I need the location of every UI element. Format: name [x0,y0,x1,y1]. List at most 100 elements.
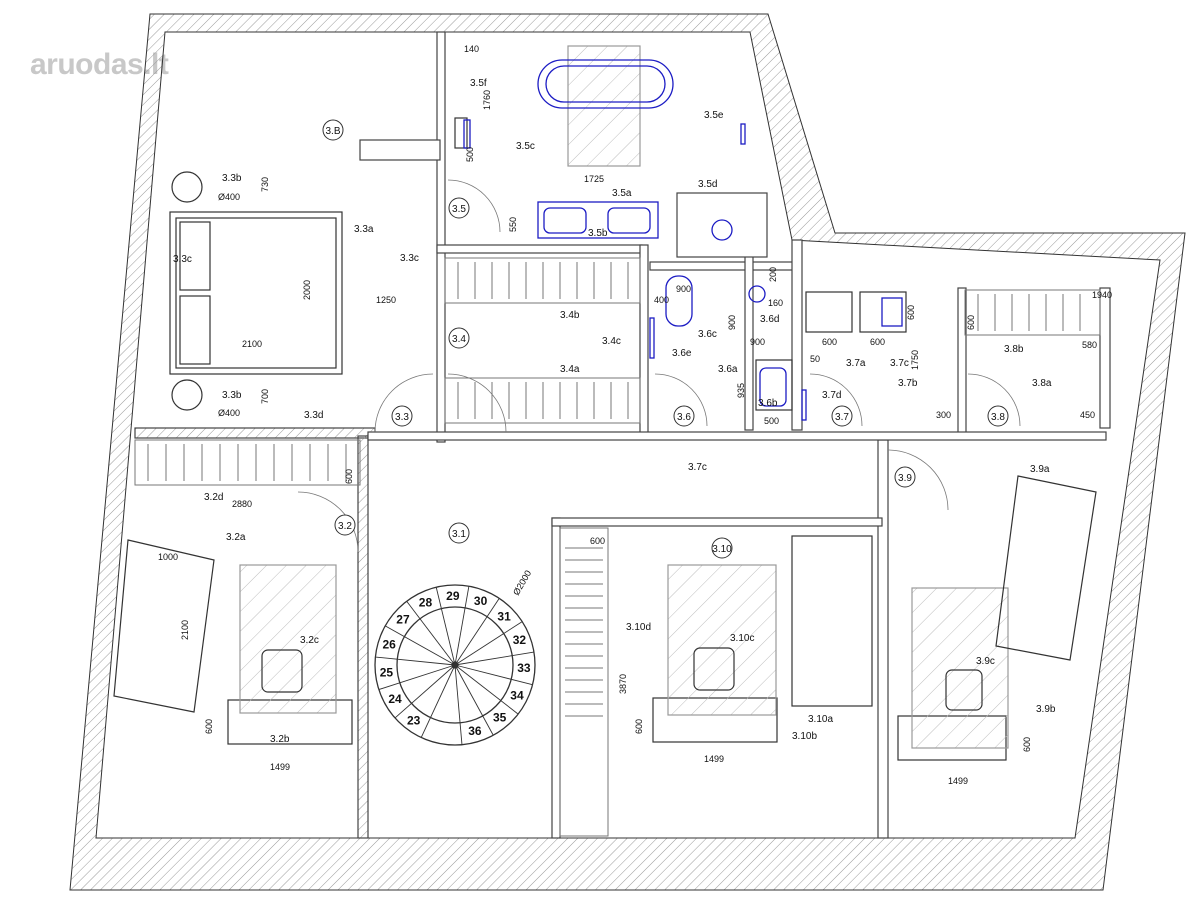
stair-step-number: 32 [513,633,527,647]
element-label: 3.2d [204,492,223,503]
element-label: 3.7c [688,462,707,473]
dimension-label: 600 [906,305,916,320]
room-marker: 3.B [322,119,344,141]
room-marker: 3.4 [448,327,470,349]
room-marker: 3.2 [334,514,356,536]
dimension-label: 730 [260,177,270,192]
element-label: 3.7c [890,358,909,369]
interior-walls [134,31,1111,839]
room-marker: 3.7 [831,405,853,427]
element-label: 3.10d [626,622,651,633]
room-marker: 3.10 [711,537,733,559]
stair-tread-line [454,664,494,736]
element-label: 3.6d [760,314,779,325]
dimension-label: 140 [464,44,479,54]
dimension-label: 600 [344,469,354,484]
element-label: 3.9c [976,656,995,667]
dimension-label: 3870 [618,674,628,694]
stair-step-number: 25 [380,665,394,679]
element-label: 3.10a [808,714,833,725]
stair-step-number: 24 [388,692,402,706]
element-label: 3.10c [730,633,754,644]
element-labels: 3.5f 3.5c 3.5e 3.5d 3.5a 3.5b 3.3b 3.3a … [173,78,1056,745]
element-label: 3.5f [470,78,487,89]
dimension-label: 900 [750,337,765,347]
element-label: 3.5a [612,188,632,199]
element-label: 3.2a [226,532,246,543]
dimension-label: 2880 [232,499,252,509]
element-label: 3.7b [898,378,918,389]
dimension-label: 550 [508,217,518,232]
stair-tread-line [420,664,456,738]
svg-text:3.5: 3.5 [452,204,466,215]
element-label: 3.8b [1004,344,1024,355]
door-arcs [297,179,1021,553]
dimension-label: 1499 [270,762,290,772]
stair-step-number: 36 [468,724,482,738]
element-label: 3.4c [602,336,621,347]
element-label: 3.6a [718,364,738,375]
dimension-label: Ø400 [218,408,240,418]
element-label: 3.9b [1036,704,1056,715]
stair-tread-line [454,621,523,666]
stair-tread-line [406,600,456,666]
dimension-labels: 140 1760 500 1725 550 730 Ø400 2000 1250… [158,44,1112,786]
element-label: 3.4a [560,364,580,375]
dimension-label: 400 [654,295,669,305]
dimension-label: 1000 [158,552,178,562]
room-marker: 3.1 [448,522,470,544]
stair-tread-line [454,586,470,666]
room-marker: 3.8 [987,405,1009,427]
svg-text:3.3: 3.3 [395,412,409,423]
stair-tread-line [454,664,533,686]
stair-tread-line [435,587,456,666]
dimension-label: 600 [204,719,214,734]
dimension-label: 2000 [302,280,312,300]
element-label: 3.3b [222,390,242,401]
stair-tread-line [378,664,456,690]
dimension-label: 160 [768,298,783,308]
stair-step-number: 30 [474,594,488,608]
stair-step-number: 27 [396,613,410,627]
dimension-label: 600 [634,719,644,734]
svg-text:3.4: 3.4 [452,334,466,345]
stair-tread-line [454,598,500,666]
svg-text:3.8: 3.8 [991,412,1005,423]
dimension-label: 1250 [376,295,396,305]
room-markers: 3.B 3.1 3.2 3.3 3.4 3.5 3.6 3.7 3.8 3.9 … [322,119,1009,559]
stair-step-number: 29 [446,589,460,603]
dimension-label: 600 [822,337,837,347]
element-label: 3.6c [698,329,717,340]
dimension-label: 600 [1022,737,1032,752]
wardrobe-rails [134,257,1101,837]
stair-step-number: 35 [493,711,507,725]
stair-tread-line [375,656,456,666]
element-label: 3.9a [1030,464,1050,475]
svg-text:3.B: 3.B [325,126,340,137]
element-label: 3.5d [698,179,717,190]
stair-tread-line [454,651,535,666]
room-marker: 3.9 [894,466,916,488]
dimension-label: 935 [736,383,746,398]
element-label: 3.7a [846,358,866,369]
stair-tread-line [454,664,463,745]
stair-step-number: 33 [517,661,531,675]
dimension-label: 500 [465,147,475,162]
dimension-label: Ø400 [218,192,240,202]
dimension-label: 900 [676,284,691,294]
stair-step-number: 34 [510,688,524,702]
dimension-label: 2100 [242,339,262,349]
stair-tread-line [385,625,456,666]
element-label: 3.6e [672,348,692,359]
dimension-label: 2100 [180,620,190,640]
dimension-label: Ø2000 [511,569,533,597]
furniture [113,45,1097,761]
dimension-label: 500 [764,416,779,426]
element-label: 3.8a [1032,378,1052,389]
stair-tread-line [454,664,519,715]
stair-step-number: 31 [497,610,511,624]
element-label: 3.5c [516,141,535,152]
dimension-label: 600 [966,315,976,330]
element-label: 3.3c [173,254,192,265]
